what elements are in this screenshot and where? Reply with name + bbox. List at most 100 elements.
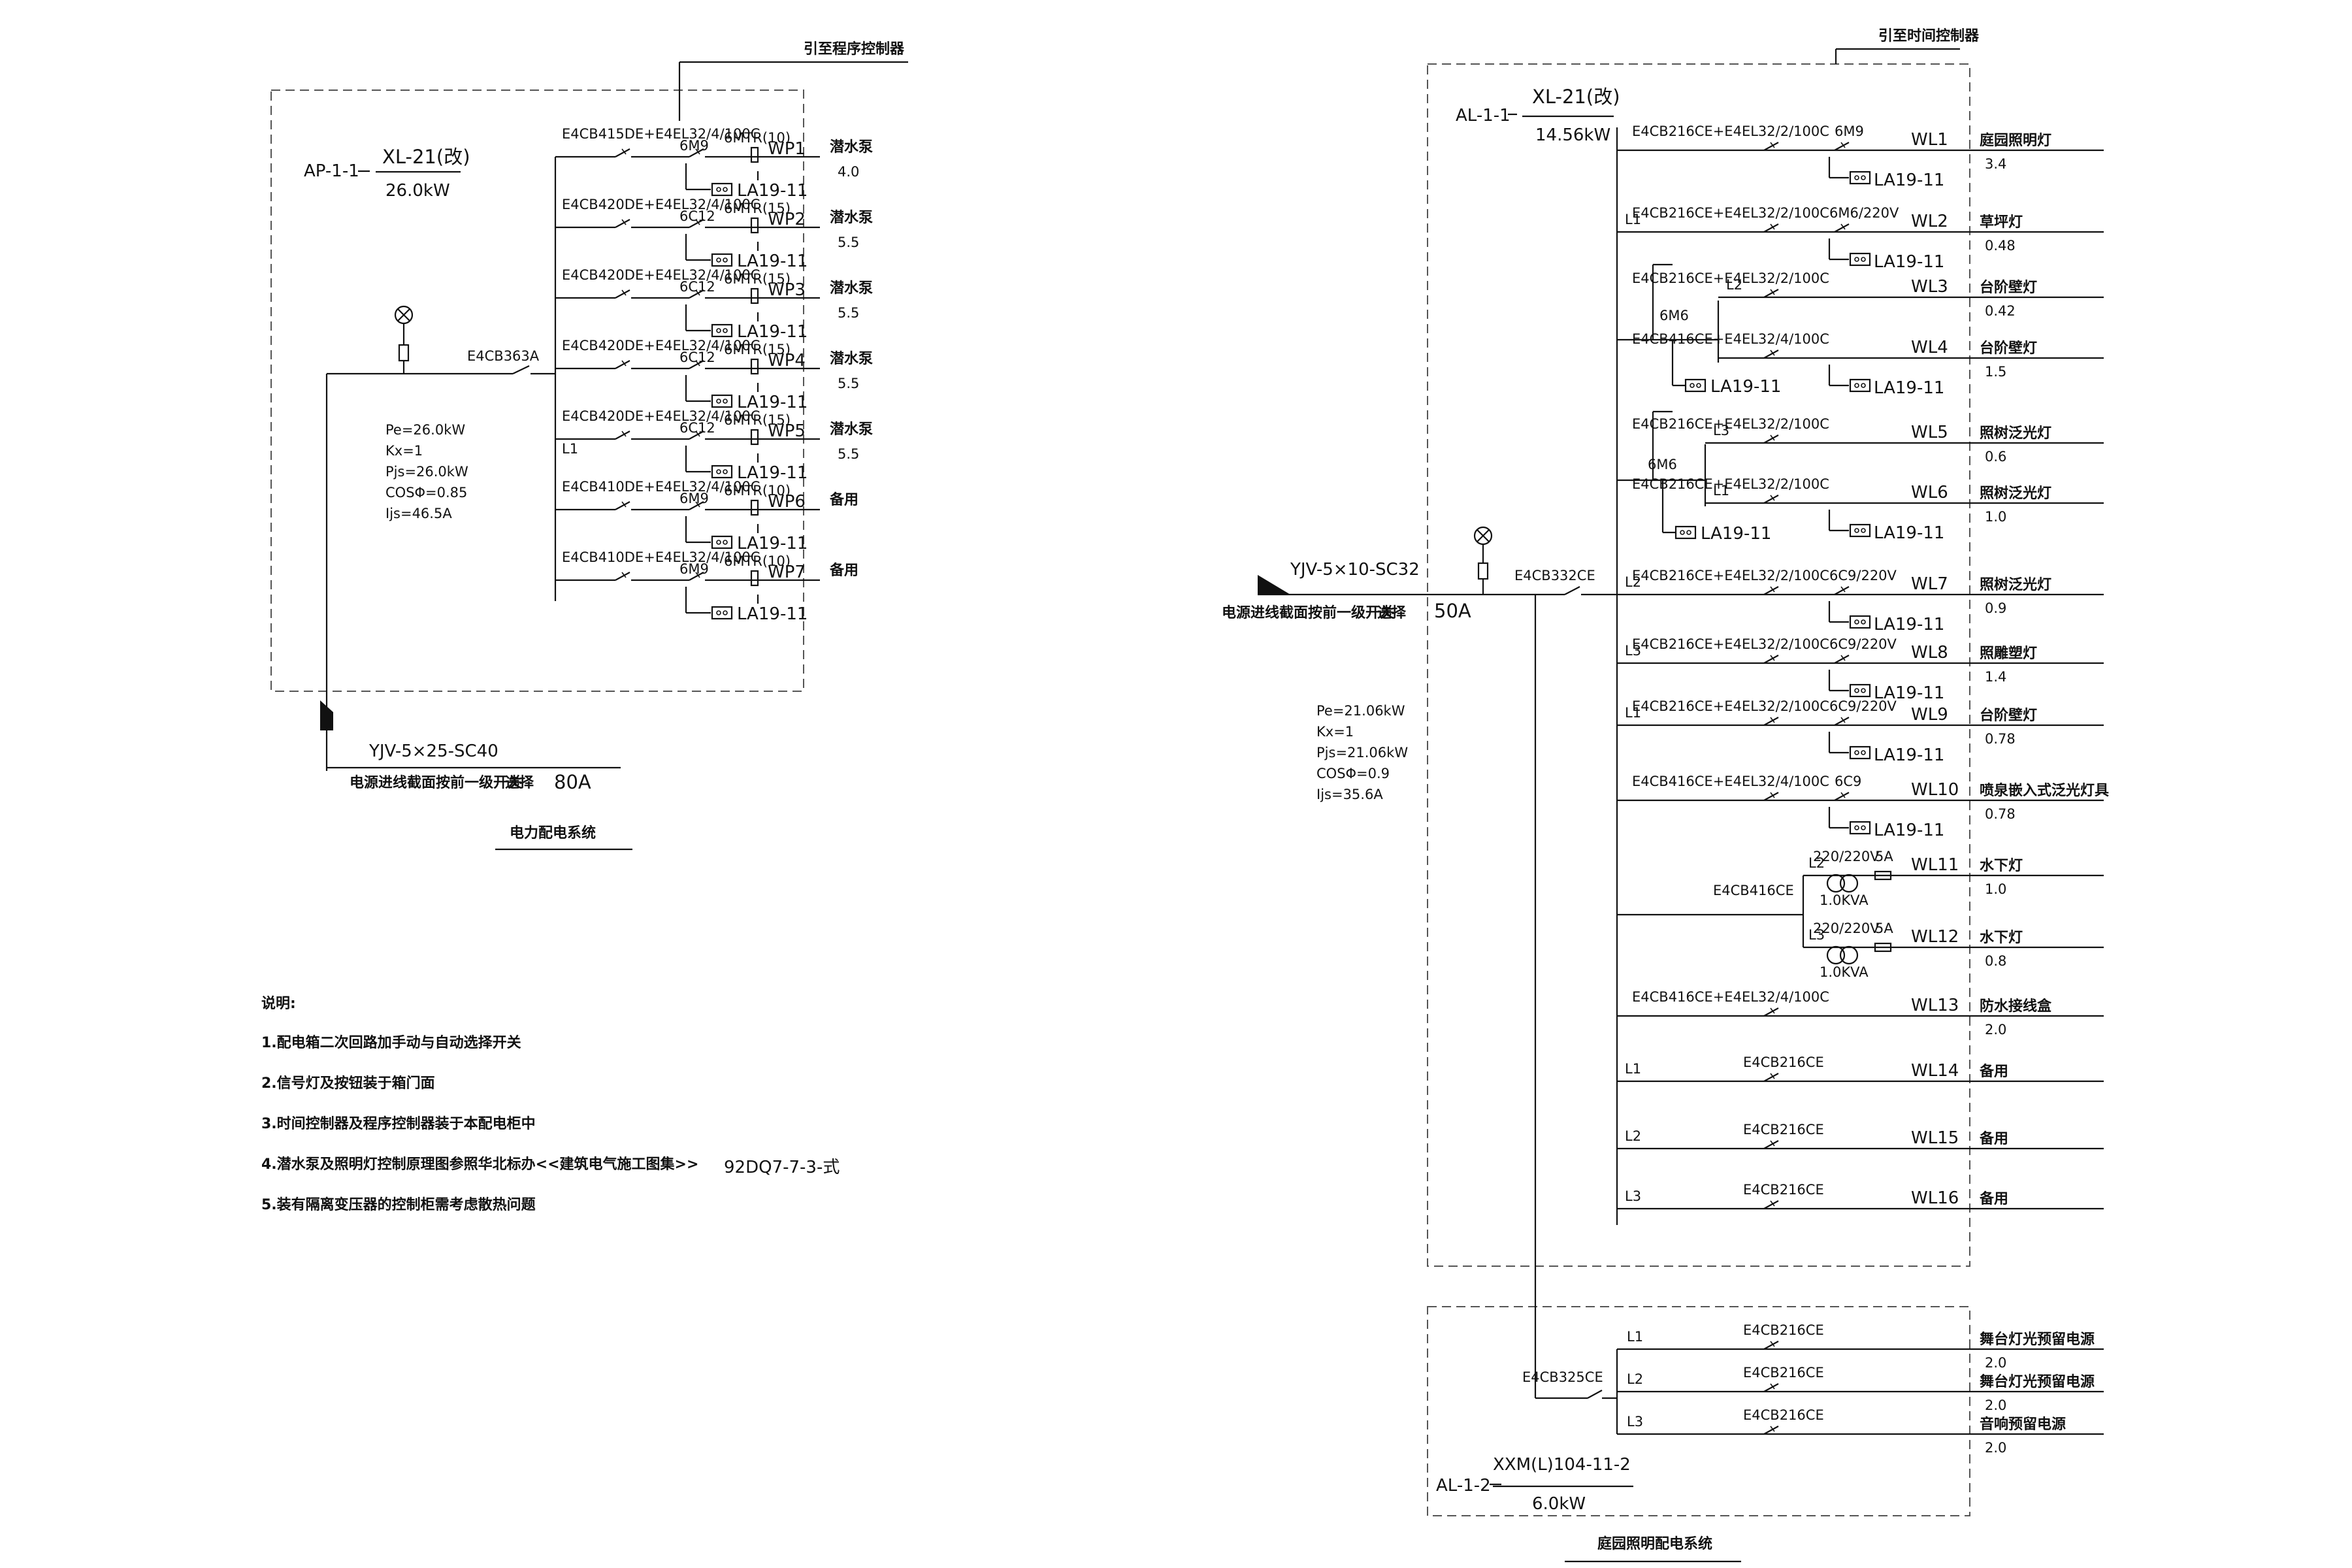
circuit-lamp-label: LA19-11 (1874, 821, 1944, 840)
circuit-id: WL15 (1911, 1128, 1959, 1148)
circuit-power: 1.5 (1985, 364, 2006, 380)
signal-lamp-icon (711, 394, 733, 408)
circuit-power: 0.6 (1985, 449, 2006, 465)
ap-calc-3: COSΦ=0.85 (385, 485, 467, 500)
circuit-power: 5.5 (838, 235, 859, 250)
circuit-lamp-label: LA19-11 (737, 181, 808, 201)
relay-group-2-label: 6M6 (1648, 457, 1677, 472)
ap-cable-spec: YJV-5×25-SC40 (368, 742, 498, 761)
breaker-icon (1763, 1200, 1779, 1209)
circuit-id: WL11 (1911, 855, 1959, 875)
circuit-id: WL4 (1911, 338, 1948, 357)
contactor-icon (1834, 717, 1850, 726)
circuit-starter-label: 6MTR(10) (724, 130, 791, 146)
circuit-id: WL16 (1911, 1188, 1959, 1208)
circuit-breaker-label: E4CB415DE+E4EL32/4/100C (562, 126, 760, 142)
circuit-breaker-label: E4CB420DE+E4EL32/4/100C (562, 338, 760, 353)
al-panel-power: 14.56kW (1535, 125, 1610, 145)
circuit-load-label: 备用 (1979, 1190, 2008, 1207)
circuit-phase: L2 (1625, 1128, 1641, 1144)
circuit-lamp-label: LA19-11 (737, 252, 808, 271)
signal-lamp-icon (711, 253, 733, 267)
al-incoming-arrow-icon (1258, 575, 1290, 595)
ap-incoming-note: 电源进线截面按前一级开关 (350, 774, 522, 791)
breaker-icon (1763, 1341, 1779, 1350)
circuit-power: 2.0 (1985, 1022, 2006, 1037)
circuit-power: 0.8 (1985, 953, 2006, 969)
group-1-lamp-label: LA19-11 (1710, 377, 1781, 397)
note-1: 1.配电箱二次回路加手动与自动选择开关 (261, 1034, 521, 1051)
circuit-breaker-label: E4CB216CE (1743, 1054, 1824, 1070)
signal-lamp-icon (1684, 378, 1707, 393)
circuit-id: WL7 (1911, 574, 1948, 594)
al-calc-1: Kx=1 (1316, 724, 1354, 740)
sub-panel-power: 6.0kW (1532, 1494, 1586, 1514)
circuit-relay-label: 6C9/220V (1829, 698, 1897, 714)
transformer-rating: 220/220V (1813, 849, 1880, 864)
isolation-transformer-icon (1826, 945, 1859, 965)
contactor-icon (689, 572, 704, 581)
circuit-load-label: 备用 (1979, 1063, 2008, 1080)
circuit-load-label: 草坪灯 (1980, 214, 2023, 231)
circuit-load-label: 舞台灯光预留电源 (1980, 1373, 2095, 1390)
transformer-breaker: E4CB416CE (1713, 883, 1794, 898)
note-3: 3.时间控制器及程序控制器装于本配电柜中 (261, 1115, 536, 1132)
circuit-phase: L2 (1627, 1371, 1643, 1387)
circuit-load-label: 照雕塑灯 (1980, 645, 2037, 662)
breaker-icon (1763, 434, 1779, 444)
ap-phase-label: L1 (562, 441, 578, 457)
breaker-icon (1763, 1140, 1779, 1149)
sub-panel-breaker: E4CB325CE (1522, 1369, 1603, 1385)
al-indicator-lamp-icon (1473, 526, 1493, 546)
contactor-icon (1834, 792, 1850, 801)
al-cable-spec: YJV-5×10-SC32 (1290, 560, 1420, 580)
circuit-load-label: 备用 (829, 491, 858, 508)
circuit-breaker-label: E4CB420DE+E4EL32/4/100C (562, 197, 760, 212)
transformer-kva: 1.0KVA (1820, 964, 1869, 980)
circuit-lamp-label: LA19-11 (1874, 615, 1944, 634)
circuit-breaker-label: E4CB216CE+E4EL32/2/100C (1632, 123, 1829, 139)
circuit-phase: L3 (1625, 643, 1641, 659)
contactor-icon (689, 148, 704, 157)
circuit-breaker-label: E4CB216CE (1743, 1365, 1824, 1380)
circuit-power: 0.48 (1985, 238, 2016, 253)
circuit-lamp-label: LA19-11 (737, 604, 808, 624)
al-calc-2: Pjs=21.06kW (1316, 745, 1408, 760)
breaker-icon (615, 219, 630, 228)
breaker-icon (1763, 1007, 1779, 1017)
breaker-icon (1763, 1426, 1779, 1435)
note-4: 4.潜水泵及照明灯控制原理图参照华北标办<<建筑电气施工图集>> (261, 1156, 698, 1173)
circuit-power: 2.0 (1985, 1355, 2006, 1371)
circuit-load-label: 照树泛光灯 (1980, 576, 2051, 593)
transformer-fuse: 5A (1875, 849, 1893, 864)
circuit-power: 5.5 (838, 446, 859, 462)
breaker-icon (1763, 223, 1779, 233)
circuit-breaker-label: E4CB216CE+E4EL32/2/100C (1632, 698, 1829, 714)
circuit-breaker-label: E4CB216CE (1743, 1182, 1824, 1198)
relay-group-1: 6M6 (1617, 263, 1720, 385)
al-1-2-panel-boundary (1427, 1306, 1970, 1516)
thermal-relay-icon (750, 217, 759, 234)
signal-lamp-icon (711, 323, 733, 338)
contactor-icon (1834, 142, 1850, 151)
contactor-icon (689, 431, 704, 440)
circuit-phase: L1 (1625, 212, 1641, 227)
circuit-load-label: 台阶壁灯 (1980, 707, 2037, 724)
breaker-icon (1763, 142, 1779, 151)
signal-lamp-icon (1849, 745, 1871, 760)
circuit-id: WP1 (768, 139, 806, 159)
garden-lighting-diagram: 引至时间控制器 AL-1-1 XL-21(改) 14.56kW YJV-5×10… (1222, 27, 2109, 1563)
note-5: 5.装有隔离变压器的控制柜需考虑散热问题 (261, 1196, 536, 1213)
circuit-phase: L1 (1627, 1329, 1643, 1345)
